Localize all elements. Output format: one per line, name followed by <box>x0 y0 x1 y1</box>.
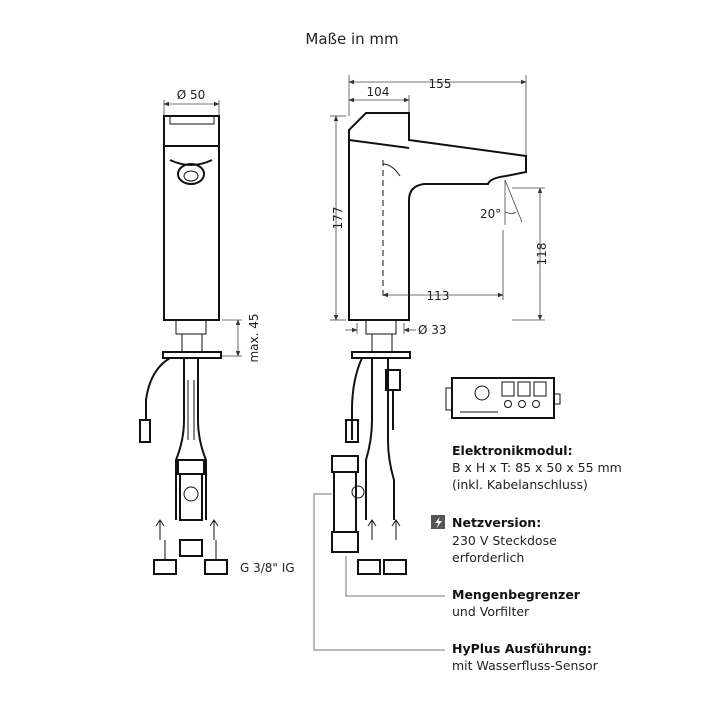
lightning-icon <box>431 515 445 529</box>
limiter-title: Mengenbegrenzer <box>452 587 581 602</box>
module-line2: (inkl. Kabelanschluss) <box>452 477 588 492</box>
front-view: Ø 50 max. 45 <box>139 88 295 575</box>
hyplus-title: HyPlus Ausführung: <box>452 641 592 656</box>
side-view: 155 104 177 118 20° 113 Ø 33 <box>313 75 549 651</box>
network-line1: 230 V Steckdose <box>452 533 557 548</box>
dim-155: 155 <box>429 77 452 91</box>
dim-diameter-33: Ø 33 <box>418 323 447 337</box>
network-title: Netzversion: <box>452 515 541 530</box>
dim-104: 104 <box>367 85 390 99</box>
electronic-module <box>445 377 561 419</box>
dim-diameter-50: Ø 50 <box>177 88 206 102</box>
dim-angle: 20° <box>480 207 501 221</box>
dim-max-45: max. 45 <box>247 313 261 362</box>
dim-113: 113 <box>427 289 450 303</box>
hyplus-line1: mit Wasserfluss-Sensor <box>452 658 599 673</box>
limiter-line1: und Vorfilter <box>452 604 530 619</box>
page-title: Maße in mm <box>305 30 398 48</box>
dim-thread: G 3/8" IG <box>240 561 295 575</box>
network-line2: erforderlich <box>452 550 524 565</box>
dim-177: 177 <box>331 207 345 230</box>
dim-118: 118 <box>535 243 549 266</box>
module-title: Elektronikmodul: <box>452 443 573 458</box>
module-line1: B x H x T: 85 x 50 x 55 mm <box>452 460 622 475</box>
